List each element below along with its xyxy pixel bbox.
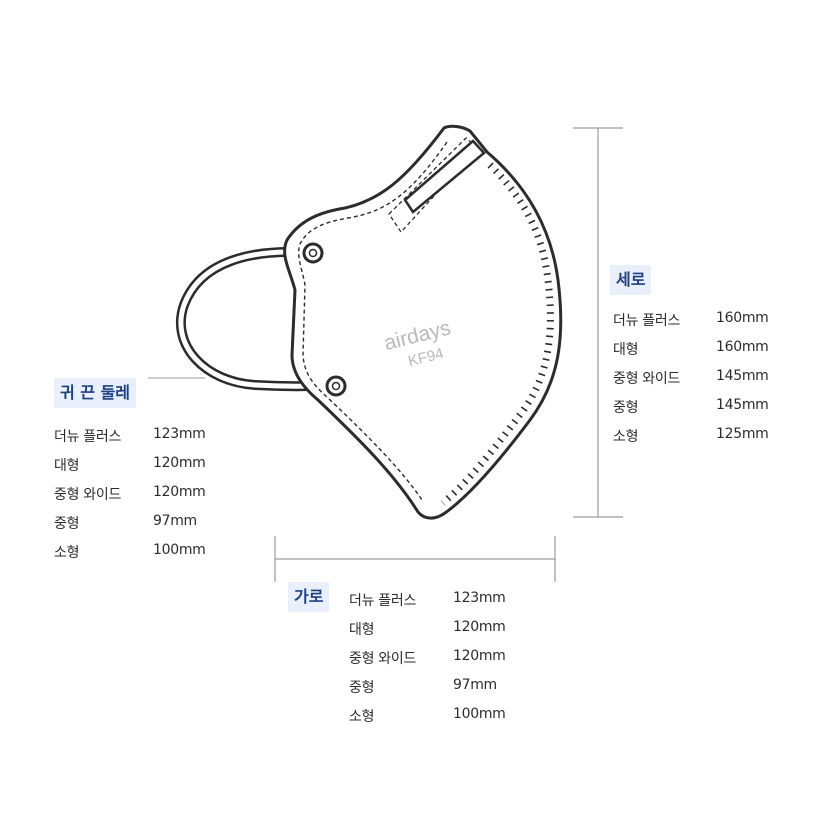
size-value: 160mm	[716, 339, 769, 355]
size-value: 120mm	[453, 648, 506, 664]
height-heading: 세로	[610, 265, 652, 295]
size-name: 소형	[349, 709, 375, 725]
size-name: 대형	[613, 342, 639, 358]
size-name: 중형	[613, 400, 639, 416]
mask-stitches	[440, 162, 554, 506]
size-name: 중형	[349, 680, 375, 696]
ear-loop-inner	[178, 249, 339, 389]
size-name: 더뉴 플러스	[349, 593, 417, 609]
size-name: 소형	[613, 429, 639, 445]
size-value: 97mm	[453, 677, 497, 693]
size-name: 중형	[54, 516, 80, 532]
size-name: 더뉴 플러스	[613, 313, 681, 329]
width-dimension-line	[274, 536, 556, 582]
size-value: 100mm	[453, 706, 506, 722]
size-name: 소형	[54, 545, 80, 561]
size-value: 123mm	[153, 426, 206, 442]
ear-loop-heading: 귀 끈 둘레	[54, 378, 137, 408]
size-value: 145mm	[716, 368, 769, 384]
nose-clip	[403, 139, 486, 214]
mask-seam-dashed	[297, 141, 448, 501]
size-name: 중형 와이드	[54, 487, 122, 503]
size-value: 100mm	[153, 542, 206, 558]
nose-clip-outline	[388, 137, 479, 234]
size-value: 160mm	[716, 310, 769, 326]
eyelet-top-inner	[308, 248, 318, 258]
size-name: 더뉴 플러스	[54, 429, 122, 445]
size-value: 123mm	[453, 590, 506, 606]
size-value: 145mm	[716, 397, 769, 413]
size-value: 120mm	[153, 455, 206, 471]
size-value: 120mm	[453, 619, 506, 635]
size-value: 120mm	[153, 484, 206, 500]
mask-body	[283, 124, 563, 520]
height-dimension-line	[573, 127, 623, 518]
size-value: 97mm	[153, 513, 197, 529]
size-name: 대형	[54, 458, 80, 474]
size-value: 125mm	[716, 426, 769, 442]
size-name: 중형 와이드	[613, 371, 681, 387]
width-heading: 가로	[288, 582, 330, 612]
size-name: 대형	[349, 622, 375, 638]
eyelet-bottom-inner	[331, 381, 341, 391]
size-name: 중형 와이드	[349, 651, 417, 667]
